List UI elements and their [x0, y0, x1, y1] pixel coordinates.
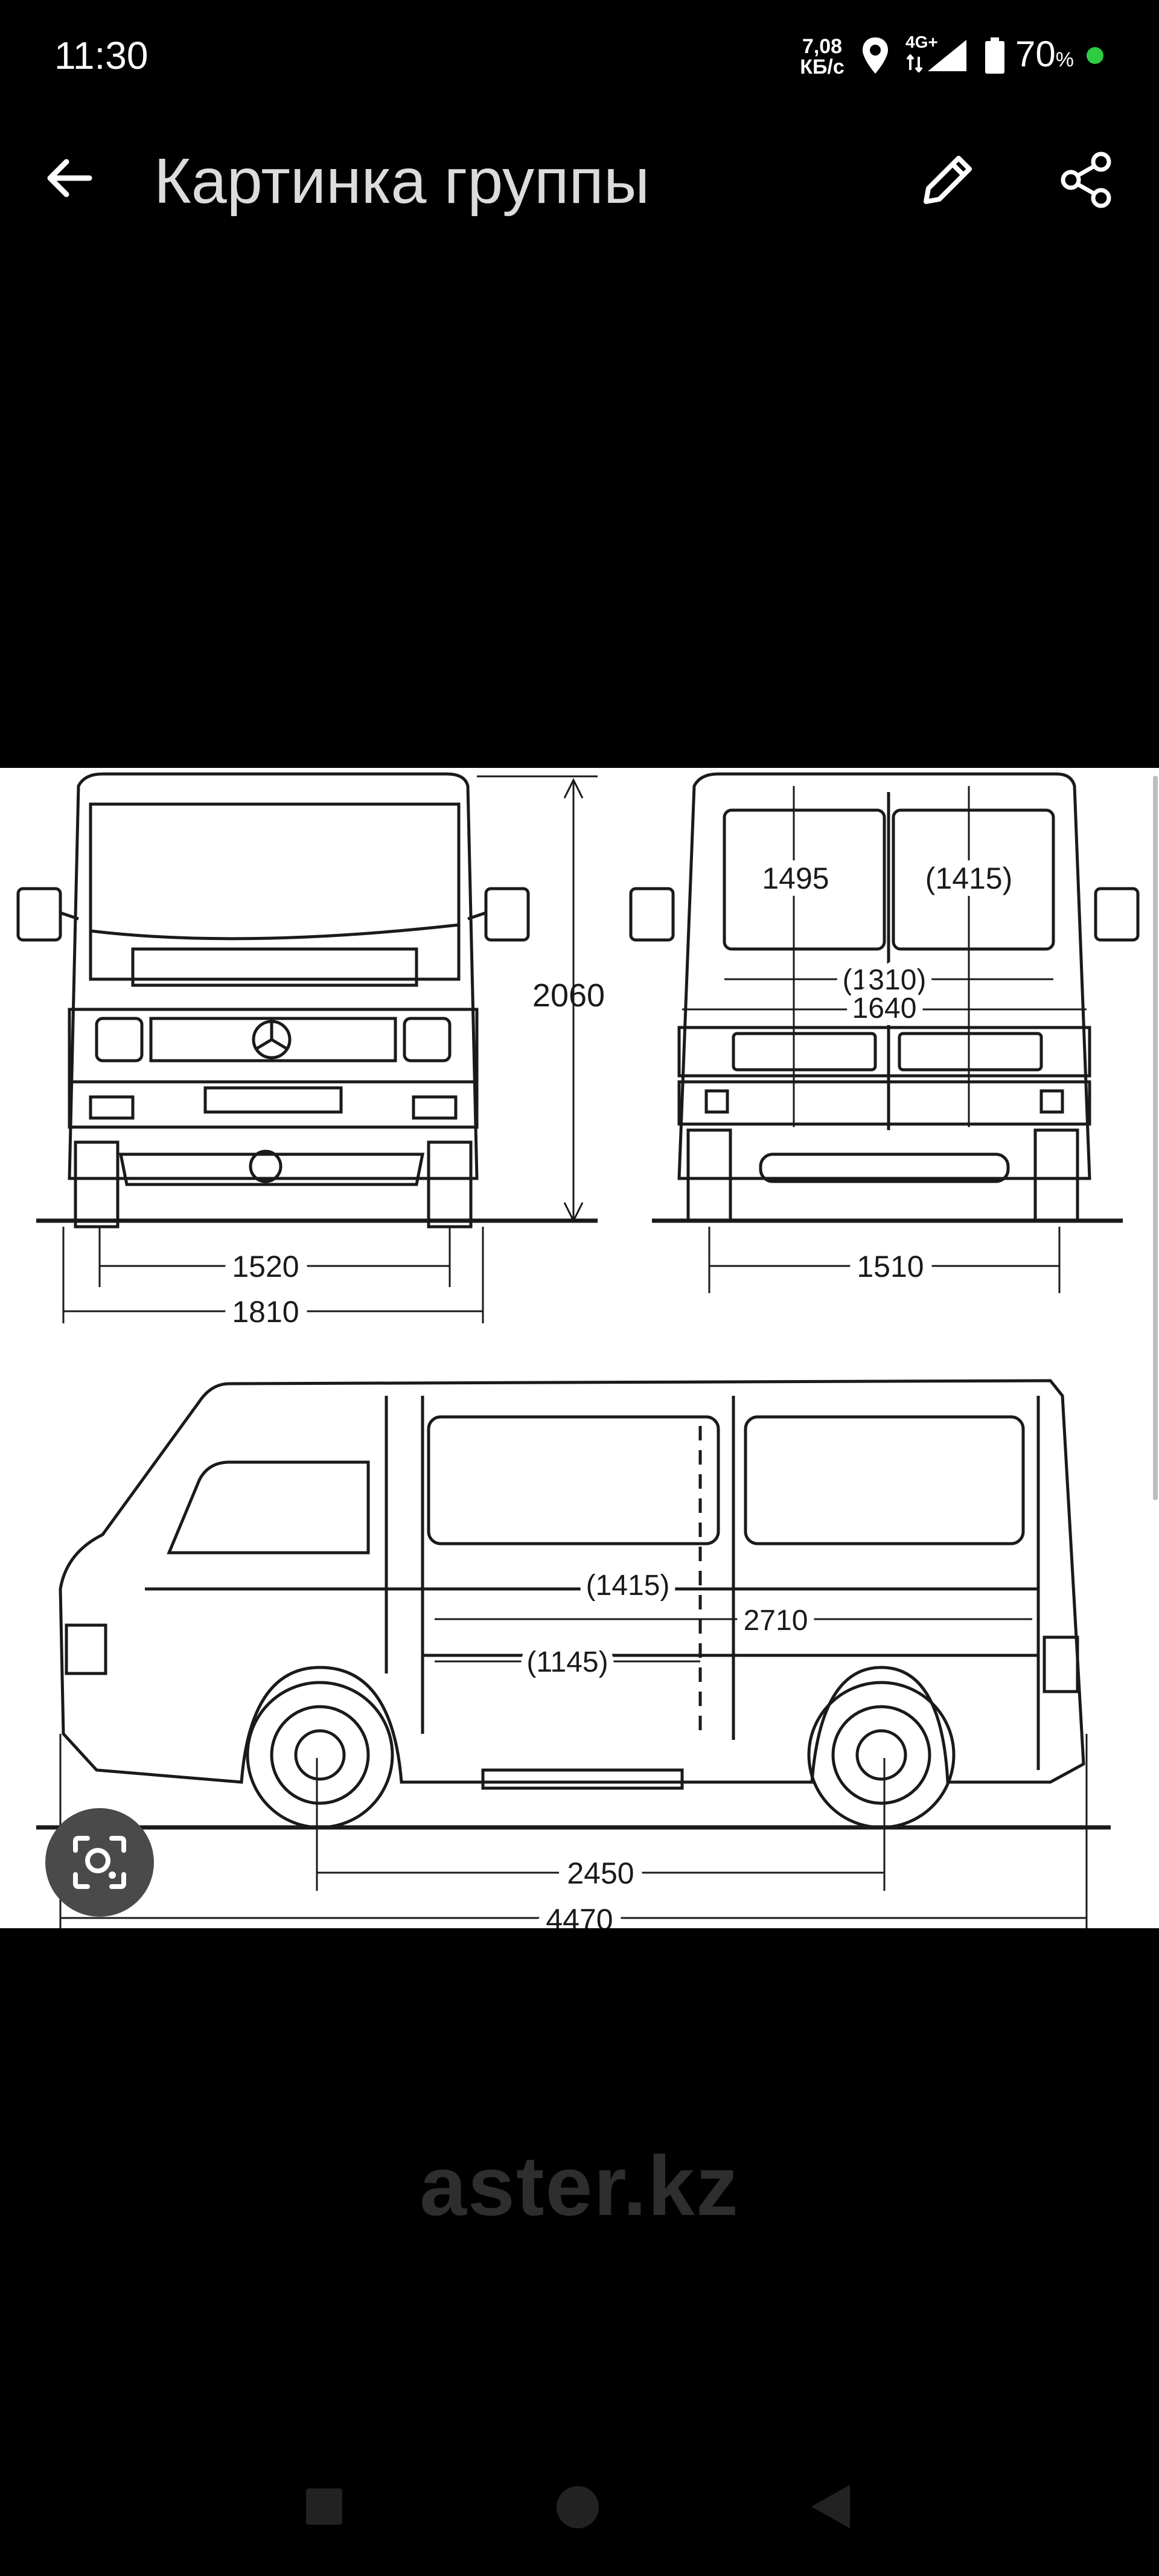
- arrow-back-icon: [47, 159, 92, 197]
- battery-percent-sign: %: [1055, 48, 1074, 71]
- side-dimensions: [36, 1618, 1111, 1928]
- green-dot-indicator: [1087, 47, 1103, 64]
- rear-view-drawing: [629, 772, 1140, 1222]
- signal-icon: [928, 40, 966, 71]
- network-speed-value: 7,08: [802, 35, 843, 58]
- front-view-drawing: [16, 772, 530, 1229]
- data-arrows-icon: [906, 54, 923, 72]
- dim-side-overall-length: 4470: [546, 1903, 613, 1928]
- watermark: aster.kz: [420, 2138, 739, 2233]
- dim-front-width: 1810: [232, 1295, 299, 1329]
- lens-search-button[interactable]: [45, 1808, 154, 1917]
- network-type: 4G+: [905, 33, 938, 51]
- battery-percent-value: 70: [1015, 34, 1056, 74]
- battery-percent: 70%: [1015, 30, 1074, 84]
- home-circle-icon[interactable]: [557, 2486, 599, 2528]
- scroll-indicator[interactable]: [1153, 776, 1158, 1500]
- network-speed: 7,08 КБ/с: [798, 36, 846, 77]
- front-dimensions: [36, 775, 598, 1323]
- page-title: Картинка группы: [154, 145, 650, 217]
- rear-dimensions: [652, 786, 1123, 1293]
- dim-side-cargo-height: (1415): [586, 1570, 670, 1602]
- pencil-icon: [924, 156, 972, 204]
- battery-icon: [985, 37, 1004, 74]
- dim-side-door-width: (1145): [526, 1646, 608, 1678]
- location-icon: [863, 37, 888, 74]
- dim-rear-door-height: 1495: [762, 861, 829, 895]
- van-blueprint-image[interactable]: 2060 1520 1810: [0, 768, 1159, 1928]
- dim-rear-opening-height: (1415): [925, 861, 1013, 895]
- side-view-drawing: [59, 1379, 1085, 1829]
- dim-rear-track: 1510: [857, 1250, 924, 1283]
- back-button[interactable]: [36, 145, 103, 211]
- lens-icon: [73, 1836, 126, 1889]
- share-button[interactable]: [1050, 144, 1123, 216]
- dim-rear-opening-width: (1310): [843, 964, 927, 996]
- share-icon: [1061, 152, 1111, 208]
- status-time: 11:30: [54, 34, 148, 77]
- dim-rear-width: 1640: [852, 992, 917, 1024]
- recents-square-icon[interactable]: [306, 2488, 342, 2525]
- back-triangle-icon[interactable]: [809, 2482, 851, 2531]
- dim-side-cargo-length: 2710: [744, 1605, 808, 1637]
- network-speed-unit: КБ/с: [800, 56, 845, 78]
- edit-button[interactable]: [912, 144, 984, 216]
- dim-side-wheelbase: 2450: [567, 1856, 634, 1890]
- dim-front-height: 2060: [532, 977, 605, 1014]
- dim-front-track: 1520: [232, 1250, 299, 1283]
